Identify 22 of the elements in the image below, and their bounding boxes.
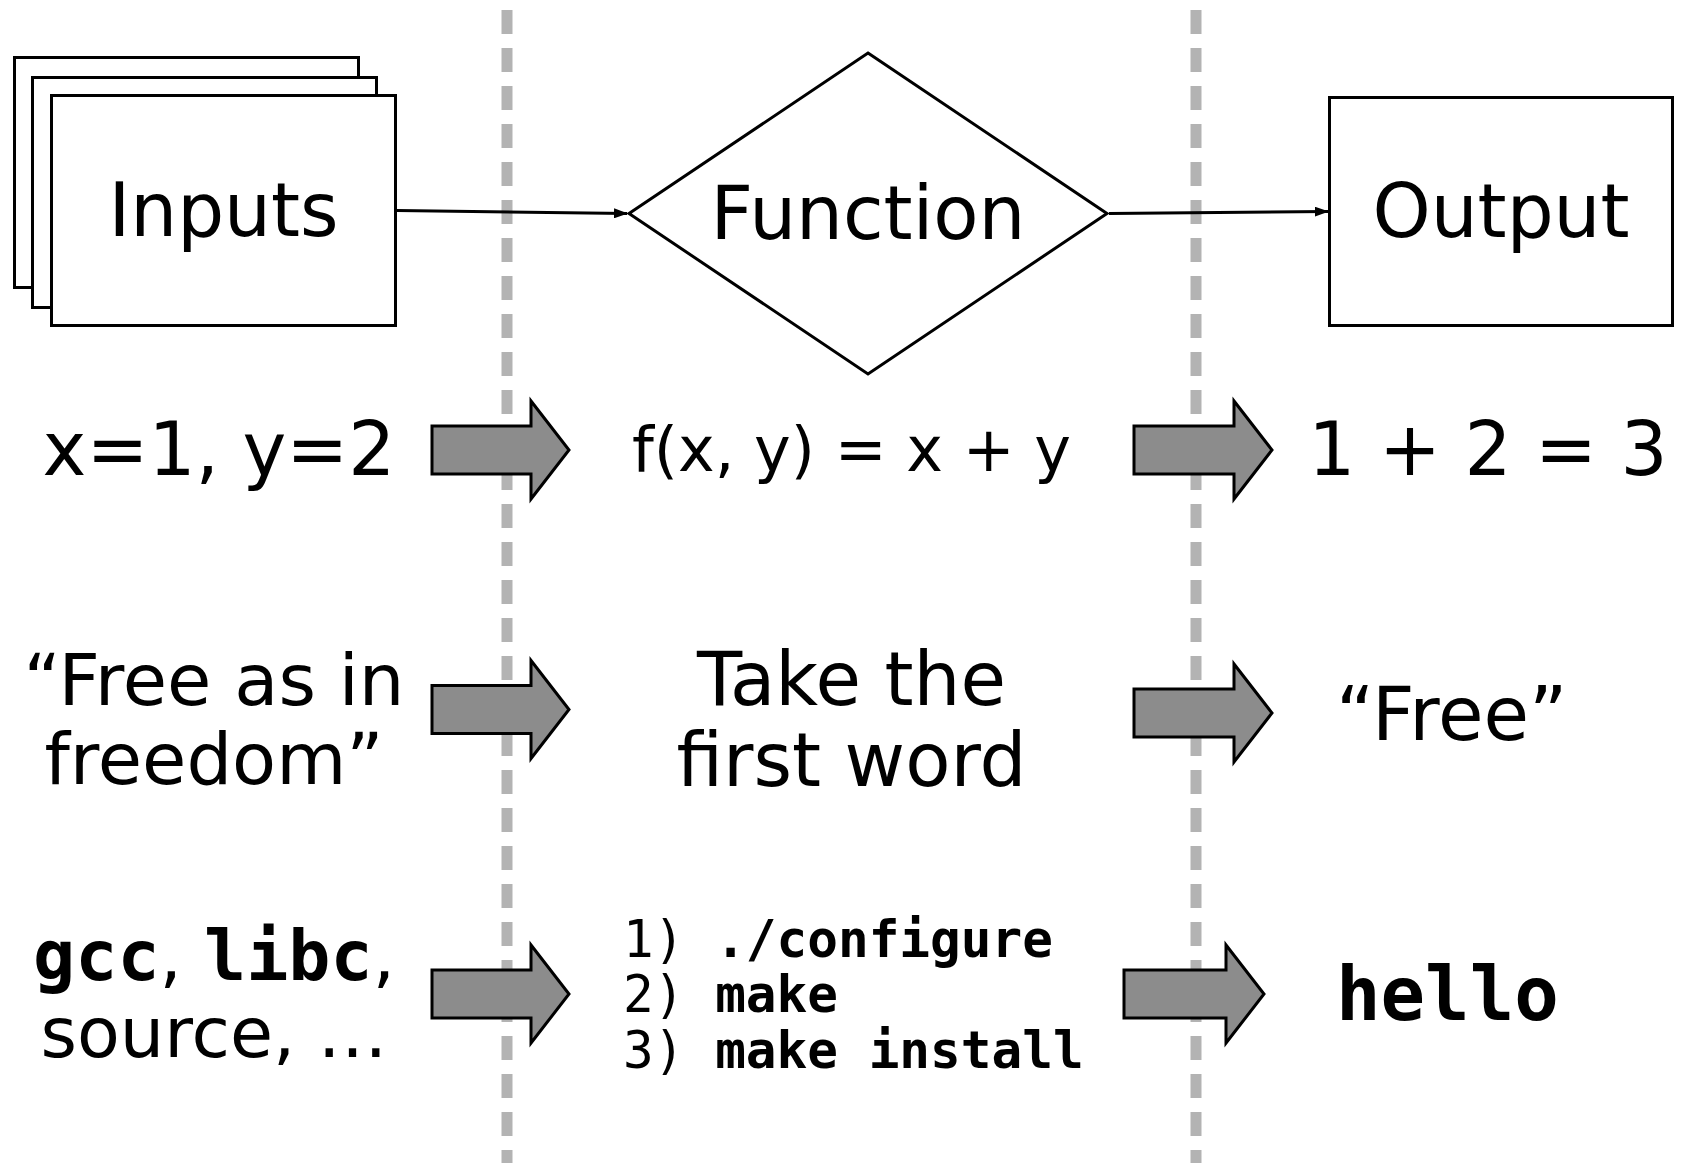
block-arrow bbox=[1132, 396, 1274, 504]
block-arrow bbox=[430, 656, 571, 763]
node-label: Function bbox=[710, 172, 1026, 255]
node-label: Output bbox=[1372, 170, 1630, 253]
block-arrow bbox=[1122, 940, 1266, 1048]
text-label: Take the first word bbox=[675, 638, 1028, 802]
text-label: hello bbox=[1336, 954, 1559, 1036]
command-step: 1) ./configure bbox=[623, 912, 1053, 968]
text-label: f(x, y) = x + y bbox=[631, 415, 1072, 485]
text-label: gcc, libc, source, … bbox=[32, 918, 396, 1072]
command-step: 3) make install bbox=[623, 1022, 1084, 1078]
arrow bbox=[396, 208, 628, 219]
text-label: 1 + 2 = 3 bbox=[1308, 409, 1668, 491]
text-label: x=1, y=2 bbox=[42, 409, 396, 491]
text-label: “Free as in freedom” bbox=[22, 640, 406, 800]
text-label: “Free” bbox=[1336, 674, 1568, 756]
block-arrow bbox=[1132, 659, 1274, 767]
block-arrow bbox=[430, 396, 571, 504]
block-arrow bbox=[430, 940, 571, 1048]
command-step: 2) make bbox=[623, 967, 838, 1023]
arrow bbox=[1109, 206, 1329, 217]
node-label: Inputs bbox=[108, 169, 339, 252]
